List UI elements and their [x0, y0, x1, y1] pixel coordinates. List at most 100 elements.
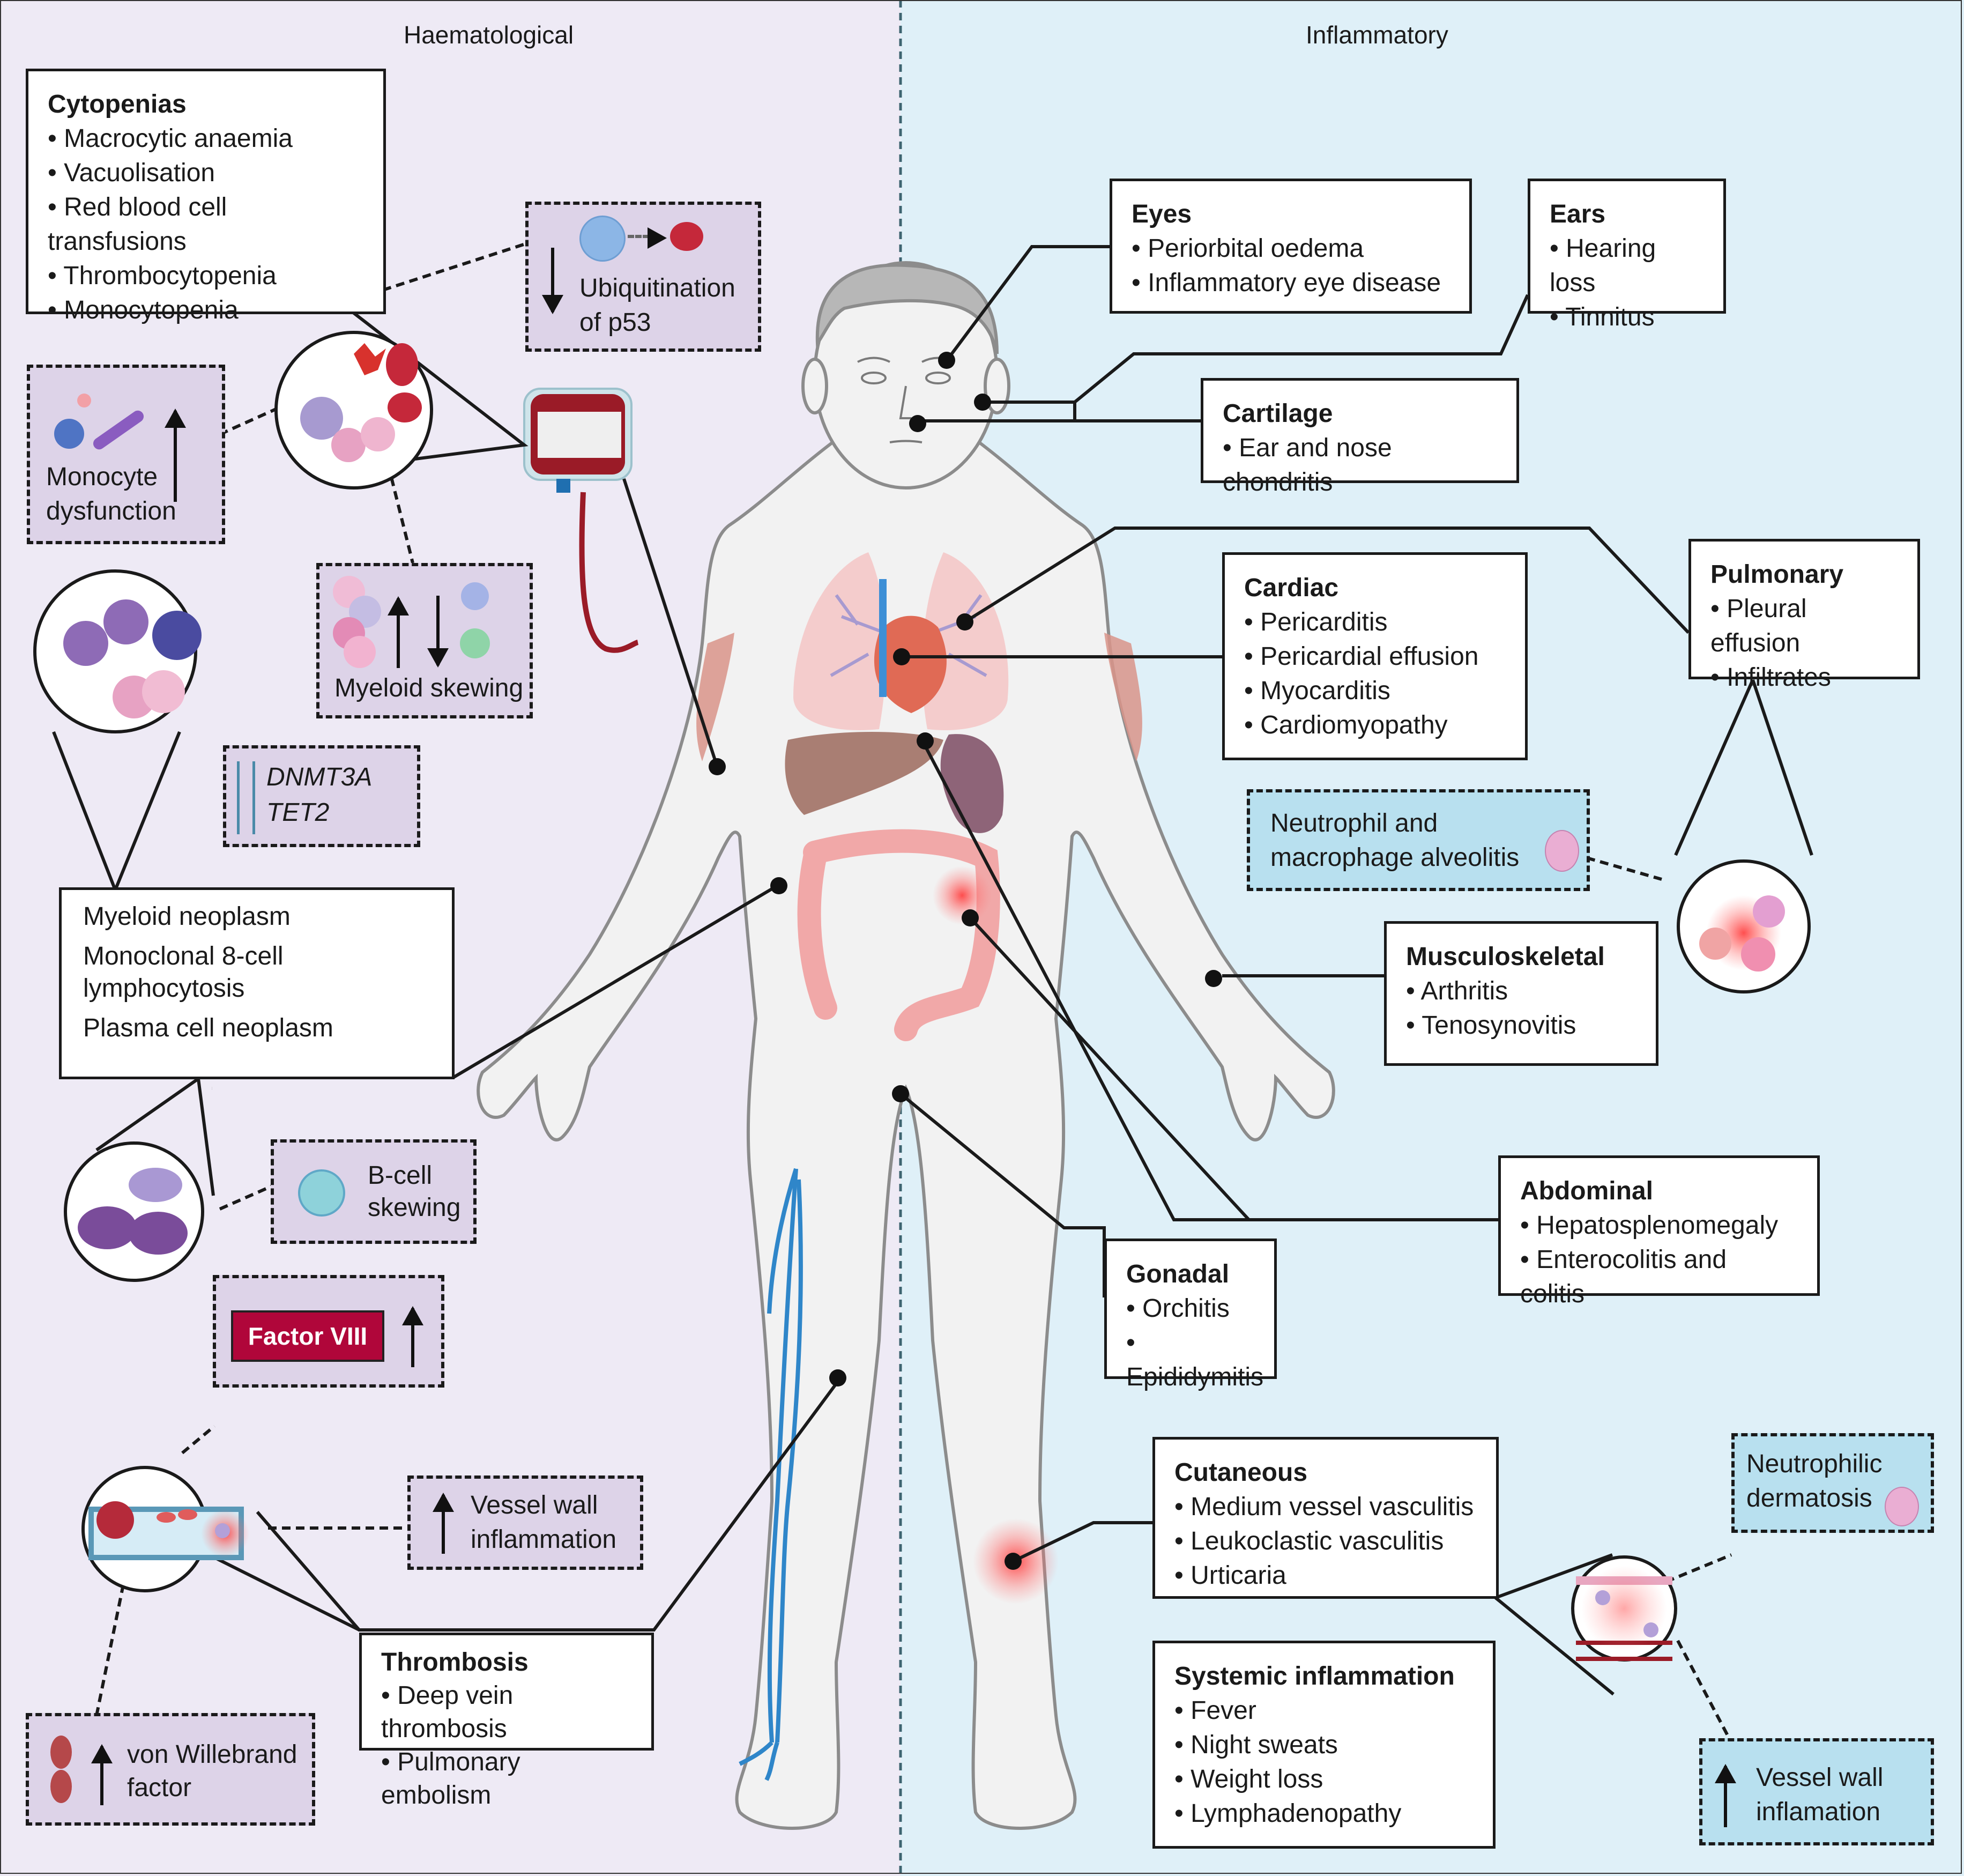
cardiac-item: Myocarditis	[1244, 674, 1506, 708]
vwf-protein-icon	[50, 1736, 72, 1769]
neoplasm-item: Plasma cell neoplasm	[83, 1014, 333, 1042]
colon-inflammation-glow	[933, 866, 992, 925]
marker-groin	[892, 1085, 909, 1102]
thrombosis-box: Thrombosis Deep vein thrombosis Pulmonar…	[359, 1633, 654, 1810]
vessel-wall-inflamation-box: Vessel wall inflamation	[1699, 1738, 1934, 1845]
cardiac-item: Pericardial effusion	[1244, 640, 1506, 674]
alveolitis-box: Neutrophil and macrophage alveolitis	[1247, 789, 1590, 891]
heart	[874, 616, 947, 713]
dna-icon	[237, 761, 255, 834]
cytopenias-box: Cytopenias Macrocytic anaemia Vacuolisat…	[26, 69, 386, 324]
monocyte-dysfunction-box: Monocyte dysfunction	[27, 365, 225, 544]
cytopenia-item: Macrocytic anaemia	[48, 122, 364, 156]
neoplasm-item: Myeloid neoplasm	[83, 902, 291, 931]
marker-heart	[893, 648, 910, 665]
myeloid-skewing-box: Myeloid skewing	[316, 563, 533, 718]
increase-arrow-icon	[165, 409, 186, 502]
haematological-header: Haematological	[404, 21, 574, 49]
thrombosis-item: Deep vein thrombosis	[381, 1679, 632, 1746]
systemic-item: Fever	[1174, 1694, 1474, 1728]
marker-waist	[770, 877, 787, 894]
systemic-item: Night sweats	[1174, 1728, 1474, 1762]
cutaneous-item: Urticaria	[1174, 1559, 1477, 1593]
eyes-title: Eyes	[1132, 200, 1192, 228]
marker-colon	[962, 909, 979, 926]
monocyte-label-line2: dysfunction	[46, 497, 176, 525]
ubiquitination-label-line2: of p53	[579, 308, 651, 337]
abdominal-box: Abdominal Hepatosplenomegaly Enterocolit…	[1498, 1155, 1820, 1308]
marker-shin	[1005, 1553, 1022, 1570]
vessel-wall-inflammation-box: Vessel wall inflammation	[407, 1475, 643, 1570]
bcell-label-line2: skewing	[368, 1193, 461, 1222]
cardiac-title: Cardiac	[1244, 574, 1339, 602]
bacteria-icon	[54, 419, 84, 449]
vwf-label-line1: von Willebrand	[127, 1740, 297, 1769]
cytopenias-title: Cytopenias	[48, 90, 187, 118]
increase-arrow-icon	[388, 596, 409, 668]
gonadal-title: Gonadal	[1126, 1260, 1230, 1288]
neoplasm-item: Monoclonal 8-cell	[83, 942, 284, 970]
vessel-wall-label-line1: Vessel wall	[471, 1491, 598, 1519]
marker-knee-vein	[829, 1369, 846, 1386]
thrombosis-title: Thrombosis	[381, 1648, 529, 1677]
dashed-arrow-icon	[628, 235, 649, 238]
marker-ears	[974, 394, 991, 411]
pulmonary-item: Pleural effusion	[1710, 592, 1898, 661]
pulmonary-item: Infiltrates	[1710, 661, 1898, 695]
ears-item: Tinnitus	[1550, 300, 1704, 335]
musculoskeletal-title: Musculoskeletal	[1406, 943, 1605, 971]
gene-dnmt3a: DNMT3A	[266, 763, 373, 791]
myeloid-skewing-label: Myeloid skewing	[334, 674, 524, 702]
cartilage-box: Cartilage Ear and nose chondritis	[1201, 378, 1519, 496]
left-lung	[922, 552, 1009, 730]
pulmonary-box: Pulmonary Pleural effusion Infiltrates	[1688, 539, 1920, 692]
gene-mutations-box: DNMT3A TET2	[223, 745, 420, 847]
von-willebrand-box: von Willebrand factor	[26, 1713, 315, 1826]
ubiquitination-box: Ubiquitination of p53	[525, 202, 761, 352]
neutrophil-icon	[1885, 1487, 1919, 1526]
ubiquitination-label-line1: Ubiquitination	[579, 274, 735, 302]
neoplasm-item: lymphocytosis	[83, 974, 245, 1003]
decrease-arrow-icon	[542, 248, 563, 314]
musculoskeletal-item: Arthritis	[1406, 974, 1636, 1009]
lymphocyte-green-icon	[460, 628, 490, 658]
cartilage-item: Ear and nose chondritis	[1223, 431, 1497, 500]
cell-illustrations	[63, 343, 1785, 1661]
cartilage-title: Cartilage	[1223, 399, 1333, 428]
abdominal-item: Hepatosplenomegaly	[1520, 1208, 1798, 1243]
ears-title: Ears	[1550, 200, 1606, 228]
cytopenia-item: Vacuolisation	[48, 156, 364, 190]
marker-lung	[956, 613, 973, 631]
neoplasms-box: Myeloid neoplasm Monoclonal 8-cell lymph…	[59, 887, 455, 1079]
liver	[785, 732, 943, 815]
cardiac-box: Cardiac Pericarditis Pericardial effusio…	[1222, 552, 1528, 760]
right-forearm-muscle	[1104, 633, 1142, 761]
vena-cava	[879, 579, 887, 697]
stem-cell-icon	[579, 216, 626, 262]
vessel-wall-r-label-line1: Vessel wall	[1756, 1763, 1884, 1792]
systemic-item: Lymphadenopathy	[1174, 1797, 1474, 1831]
eyes-item: Periorbital oedema	[1132, 232, 1450, 266]
plasma-cells-zoom	[64, 1141, 204, 1282]
increase-arrow-icon	[433, 1493, 454, 1554]
abdominal-item: Enterocolitis and colitis	[1520, 1243, 1798, 1311]
cutaneous-box: Cutaneous Medium vessel vasculitis Leuko…	[1152, 1437, 1499, 1599]
gonadal-item: Epididymitis	[1126, 1326, 1263, 1395]
red-blood-cell-icon	[670, 222, 703, 251]
increase-arrow-icon	[1715, 1764, 1736, 1827]
vessel-wall-label-line2: inflammation	[471, 1525, 617, 1554]
abdominal-title: Abdominal	[1520, 1177, 1653, 1205]
leg-vein	[739, 1168, 803, 1781]
marker-eyes	[938, 352, 955, 369]
pulmonary-title: Pulmonary	[1710, 560, 1844, 589]
vwf-label-line2: factor	[127, 1774, 192, 1802]
neutrophilic-label-line1: Neutrophilic	[1746, 1450, 1883, 1478]
systemic-inflammation-box: Systemic inflammation Fever Night sweats…	[1152, 1641, 1496, 1849]
ears-box: Ears Hearing loss Tinnitus	[1528, 179, 1726, 331]
neutrophilic-label-line2: dermatosis	[1746, 1484, 1872, 1512]
gene-tet2: TET2	[266, 798, 330, 827]
increase-arrow-icon	[91, 1744, 113, 1805]
systemic-title: Systemic inflammation	[1174, 1662, 1455, 1690]
